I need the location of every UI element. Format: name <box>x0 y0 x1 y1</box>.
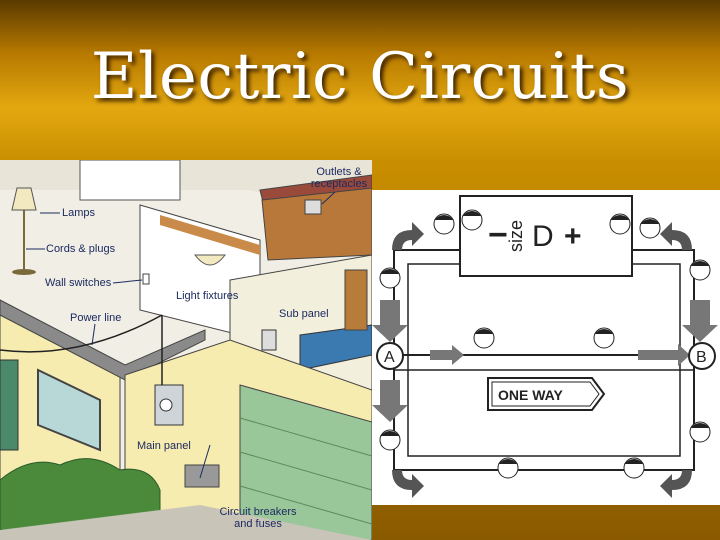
junction-a-label: A <box>384 349 395 366</box>
label-outlets: Outlets & receptacles <box>306 166 372 190</box>
electron-figure <box>473 327 495 349</box>
garage-door <box>239 384 372 540</box>
slide-title: Electric Circuits <box>90 40 630 114</box>
garage-panel-line <box>239 417 372 457</box>
junction-b <box>688 342 716 370</box>
circuit-loop-illustration: size D − + A B ONE WAY <box>372 190 720 505</box>
arrow-right-icon <box>638 344 690 366</box>
battery-minus: − <box>488 216 508 254</box>
electron-figure <box>379 429 401 451</box>
arrow-down-icon <box>372 380 408 422</box>
power-line-wire <box>0 314 163 353</box>
leader-line <box>199 444 211 479</box>
battery-box <box>459 195 633 277</box>
toaster <box>304 199 322 215</box>
house-drawing <box>0 160 372 540</box>
label-breakers-line2: and fuses <box>234 518 282 530</box>
arrow-down-icon <box>682 300 718 342</box>
electron-figure <box>609 213 631 235</box>
label-lamps: Lamps <box>62 207 96 219</box>
label-wall-switches: Wall switches <box>45 277 112 289</box>
doorway <box>344 269 368 331</box>
electron-figure <box>433 213 455 235</box>
circuit-drawing: size D − + A B ONE WAY <box>372 195 718 498</box>
battery-size-text: size <box>506 220 526 252</box>
leader-line <box>112 279 143 284</box>
battery-plus: + <box>564 220 582 253</box>
label-outlets-line2: receptacles <box>310 178 368 190</box>
house-wiring-illustration: Lamps Cords & plugs Wall switches Power … <box>0 160 372 540</box>
roof-edge <box>0 299 206 381</box>
arrow-top-right-icon <box>660 222 692 250</box>
electron-figure <box>593 327 615 349</box>
label-light-fixtures: Light fixtures <box>176 290 239 302</box>
label-outlets-line1: Outlets & <box>316 166 362 178</box>
electron-figure <box>461 209 483 231</box>
electron-figure <box>639 217 661 239</box>
junction-a <box>376 342 404 370</box>
meter-pit <box>184 464 220 488</box>
bushes <box>0 458 161 531</box>
leader-line <box>321 191 336 205</box>
arrow-bottom-right-icon <box>660 470 692 498</box>
front-door <box>0 359 19 451</box>
wall-trim <box>160 215 260 255</box>
chimney <box>79 160 181 201</box>
electron-figure <box>497 457 519 479</box>
label-circuit-breakers: Circuit breakers and fuses <box>206 506 310 530</box>
one-way-sign-inner <box>491 381 600 407</box>
electron-figure <box>689 259 711 281</box>
electron-figure <box>623 457 645 479</box>
label-breakers-line1: Circuit breakers <box>219 506 297 518</box>
garage-panel-line <box>239 485 372 525</box>
light-fixture-shape <box>193 254 227 266</box>
garage-panel-line <box>239 451 372 491</box>
arrow-bottom-left-icon <box>392 470 424 498</box>
battery-letter: D <box>532 220 554 253</box>
one-way-sign-text: ONE WAY <box>498 387 563 403</box>
window <box>37 368 101 452</box>
electron-figure <box>689 421 711 443</box>
sub-panel-box <box>261 329 277 351</box>
one-way-sign <box>487 377 606 411</box>
electron-figure <box>379 267 401 289</box>
label-sub-panel: Sub panel <box>279 308 329 320</box>
label-main-panel: Main panel <box>137 440 191 452</box>
arrow-down-icon <box>372 300 408 342</box>
lamp-base <box>12 269 36 275</box>
arrow-right-icon <box>430 345 464 365</box>
junction-b-label: B <box>696 349 707 366</box>
meter-dial <box>159 398 173 412</box>
wall-switch-plate <box>142 273 150 285</box>
kitchen-cabinets <box>261 187 372 261</box>
label-cords-plugs: Cords & plugs <box>46 243 116 255</box>
arrow-top-left-icon <box>392 222 424 250</box>
sidewalk <box>0 505 372 540</box>
leader-line <box>91 323 96 346</box>
lamp-shade <box>11 187 37 211</box>
label-power-line: Power line <box>70 312 122 324</box>
